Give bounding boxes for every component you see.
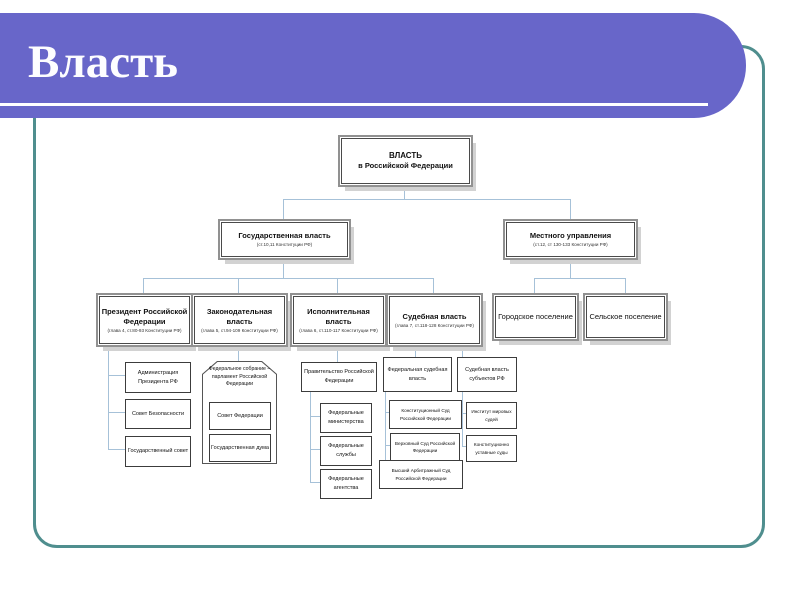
node-security-council: Совет Безопасности: [125, 399, 191, 429]
node-government-rf: Правительство Российской Федерации: [301, 362, 377, 392]
connector-line: [433, 278, 434, 296]
connector-line: [385, 412, 390, 413]
node-note: (глава 6, ст.110-117 Конституции РФ): [299, 327, 378, 333]
slide-title: Власть: [28, 36, 179, 88]
connector-line: [534, 278, 626, 279]
connector-line: [108, 449, 125, 450]
connector-line: [143, 278, 434, 279]
node-arbitration-court: Высший Арбитражный Суд Российской Федера…: [379, 460, 463, 489]
node-title: Судебная власть: [402, 311, 467, 321]
connector-line: [337, 278, 338, 296]
connector-line: [462, 446, 467, 447]
connector-line: [310, 449, 320, 450]
connector-line: [385, 388, 386, 472]
node-judicial-power: Судебная власть (глава 7, ст.118-128 Кон…: [389, 296, 480, 344]
connector-line: [570, 199, 571, 222]
connector-line: [108, 375, 125, 376]
node-title: Государственная власть: [238, 231, 331, 241]
node-title: Федеральное собрание – парламент Российс…: [208, 366, 271, 388]
node-title: Президент Российской Федерации: [101, 307, 188, 326]
node-note: (ст.10,11 Конституции РФ): [256, 242, 313, 248]
connector-line: [143, 278, 144, 296]
node-state-duma: Государственная дума: [209, 434, 271, 462]
connector-line: [238, 278, 239, 296]
connector-line: [283, 255, 284, 278]
connector-line: [625, 278, 626, 296]
node-executive-power: Исполнительная власть (глава 6, ст.110-1…: [293, 296, 384, 344]
node-note: (глава 7, ст.118-128 Конституции РФ): [395, 322, 474, 328]
node-supreme-court: Верховный Суд Российской Федерации: [390, 433, 460, 461]
node-subject-judicial-power: Судебная власть субъектов РФ: [457, 357, 517, 392]
node-urban-settlement: Городское поселение: [495, 296, 576, 338]
connector-line: [462, 413, 467, 414]
connector-line: [404, 184, 405, 199]
node-title: ВЛАСТЬ: [389, 150, 422, 160]
node-state-council: Государственный совет: [125, 436, 191, 467]
connector-line: [238, 342, 239, 361]
node-president: Президент Российской Федерации (глава 4,…: [99, 296, 190, 344]
node-federation-council: Совет Федерации: [209, 402, 271, 430]
node-federal-judicial-power: Федеральная судебная власть: [383, 357, 452, 392]
node-title: Исполнительная власть: [307, 307, 370, 326]
connector-line: [310, 416, 320, 417]
node-federal-services: Федеральные службы: [320, 436, 372, 466]
node-presidential-administration: Администрация Президента РФ: [125, 362, 191, 393]
connector-line: [108, 412, 125, 413]
connector-line: [310, 482, 320, 483]
connector-line: [283, 199, 571, 200]
node-note: (ст.12, ст 130-133 Конституции РФ): [533, 242, 608, 248]
node-justices-of-peace: Институт мировых судей: [466, 402, 517, 429]
connector-line: [415, 342, 416, 357]
connector-line: [462, 342, 463, 357]
connector-line: [570, 255, 571, 278]
node-title: Законодательная власть: [206, 307, 273, 326]
connector-line: [337, 342, 338, 362]
node-legislative-power: Законодательная власть (глава 5, ст.94-1…: [194, 296, 285, 344]
node-title: Сельское поселение: [589, 312, 662, 322]
connector-line: [283, 199, 284, 222]
title-bar: Власть: [0, 13, 746, 118]
connector-line: [310, 388, 311, 482]
connector-line: [108, 342, 109, 450]
node-local-government: Местного управления (ст.12, ст 130-133 К…: [506, 222, 635, 257]
connector-line: [385, 445, 391, 446]
node-constitutional-charter-courts: Конституционно уставные суды: [466, 435, 517, 462]
node-note: (глава 4, ст.80-93 Конституции РФ): [107, 327, 182, 333]
node-title: Городское поселение: [498, 312, 573, 322]
node-title: Местного управления: [529, 231, 612, 241]
connector-line: [534, 278, 535, 296]
node-constitutional-court: Конституционный Суд Российской Федерации: [389, 400, 462, 429]
node-vlast-rf: ВЛАСТЬ в Российской Федерации: [341, 138, 470, 184]
node-federal-assembly: Федеральное собрание – парламент Российс…: [202, 361, 277, 464]
connector-line: [462, 388, 463, 447]
node-federal-agencies: Федеральные агентства: [320, 469, 372, 499]
title-underline: [0, 103, 708, 106]
node-state-power: Государственная власть (ст.10,11 Констит…: [221, 222, 348, 257]
node-title: в Российской Федерации: [358, 161, 453, 171]
node-note: (глава 5, ст.94-109 Конституции РФ): [201, 327, 278, 333]
node-federal-ministries: Федеральные министерства: [320, 403, 372, 433]
node-rural-settlement: Сельское поселение: [586, 296, 665, 338]
